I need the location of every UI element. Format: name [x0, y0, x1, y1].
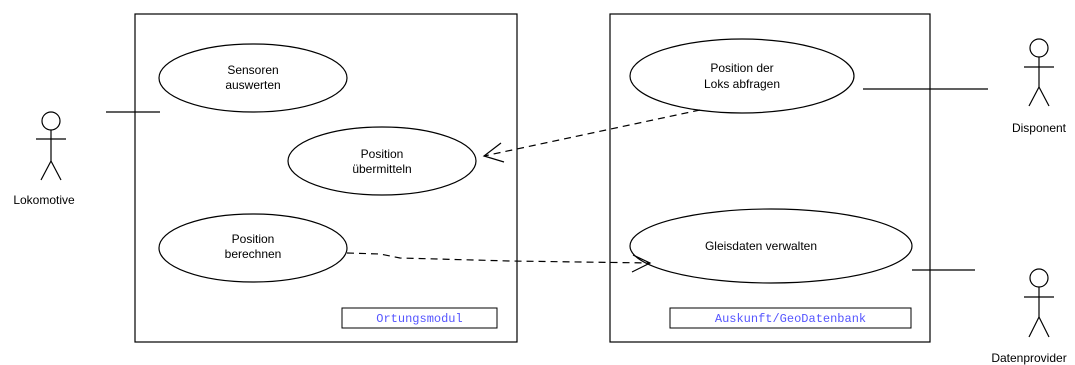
stick-figure-icon: [1024, 268, 1054, 338]
system-ortungsmodul-name-box: [341, 307, 498, 329]
use-case-ellipse: [158, 43, 348, 113]
use-case-label-line1: Gleisdaten verwalten: [705, 239, 817, 253]
open-arrowhead-icon: [631, 254, 652, 273]
use-case-label-line1: Position: [232, 232, 275, 246]
system-ortungsmodul-name: Ortungsmodul: [376, 312, 462, 326]
use-case-position-berechnen[interactable]: Position berechnen: [158, 213, 348, 283]
actor-name: Datenprovider: [991, 351, 1066, 365]
use-case-sensoren-auswerten[interactable]: Sensoren auswerten: [158, 43, 348, 113]
dependency-line: [483, 109, 701, 157]
use-case-ellipse: [287, 126, 477, 196]
use-case-label-line2: berechnen: [225, 247, 282, 261]
actor-disponent[interactable]: Disponent: [1012, 38, 1067, 135]
use-case-label-line1: Sensoren: [227, 63, 278, 77]
use-case-label-line2: auswerten: [225, 78, 280, 92]
actor-lokomotive[interactable]: Lokomotive: [13, 111, 75, 207]
system-ortungsmodul: Ortungsmodul: [134, 13, 518, 343]
system-auskunft-geodatenbank: Auskunft/GeoDatenbank: [609, 13, 931, 343]
system-auskunft-name-box: [669, 307, 912, 329]
use-case-label-line2: Loks abfragen: [704, 77, 780, 91]
use-case-ellipse: [629, 38, 855, 114]
use-case-loks-abfragen[interactable]: Position der Loks abfragen: [629, 38, 855, 114]
use-case-ellipse: [629, 208, 913, 284]
stick-figure-icon: [36, 111, 66, 181]
dependency-abfragen-uebermitteln: [482, 109, 701, 163]
system-auskunft-name: Auskunft/GeoDatenbank: [715, 312, 866, 326]
use-case-position-uebermitteln[interactable]: Position übermitteln: [287, 126, 477, 196]
open-arrowhead-icon: [482, 142, 505, 163]
use-case-label-line1: Position der: [710, 61, 773, 75]
system-ortungsmodul-boundary: [134, 13, 518, 343]
use-case-gleisdaten-verwalten[interactable]: Gleisdaten verwalten: [629, 208, 913, 284]
actor-name: Disponent: [1012, 121, 1067, 135]
actor-datenprovider[interactable]: Datenprovider: [991, 268, 1067, 365]
stick-figure-icon: [1024, 38, 1054, 107]
dependency-berechnen-gleisdaten: [346, 252, 652, 273]
actor-name: Lokomotive: [13, 193, 75, 207]
use-case-label-line1: Position: [361, 147, 404, 161]
dependency-line: [346, 252, 651, 264]
use-case-ellipse: [158, 213, 348, 283]
use-case-label-line2: übermitteln: [352, 162, 411, 176]
system-auskunft-boundary: [609, 13, 931, 343]
